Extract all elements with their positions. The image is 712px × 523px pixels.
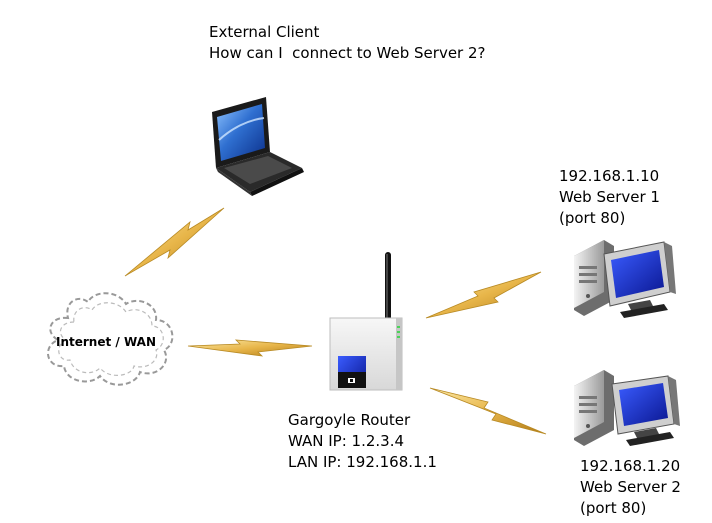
web-server-2-labels: 192.168.1.20 Web Server 2 (port 80) — [580, 456, 681, 519]
web-server-1-labels: 192.168.1.10 Web Server 1 (port 80) — [559, 166, 660, 229]
router-wan-ip: WAN IP: 1.2.3.4 — [288, 432, 405, 450]
external-client-question: How can I connect to Web Server 2? — [209, 44, 486, 62]
web-server-1-ip: 192.168.1.10 — [559, 167, 660, 185]
link-bolt-router-ws1 — [425, 271, 542, 319]
web-server-1-port: (port 80) — [559, 209, 626, 227]
router-labels: Gargoyle Router WAN IP: 1.2.3.4 LAN IP: … — [288, 410, 437, 473]
link-bolt-internet-router — [187, 339, 313, 357]
web-server-2-ip: 192.168.1.20 — [580, 457, 681, 475]
router-name: Gargoyle Router — [288, 411, 411, 429]
router-lan-ip: LAN IP: 192.168.1.1 — [288, 453, 437, 471]
web-server-2-port: (port 80) — [580, 499, 647, 517]
external-client-labels: External Client How can I connect to Web… — [209, 22, 486, 64]
web-server-2-name: Web Server 2 — [580, 478, 681, 496]
link-bolt-client-internet — [124, 207, 225, 277]
router-icon — [329, 252, 403, 391]
internet-cloud-icon — [47, 292, 174, 386]
link-bolt-router-ws2 — [429, 387, 547, 435]
laptop-icon — [212, 97, 304, 196]
web-server-2-computer-icon — [574, 370, 680, 446]
web-server-1-name: Web Server 1 — [559, 188, 660, 206]
external-client-title: External Client — [209, 23, 320, 41]
web-server-1-computer-icon — [574, 240, 676, 318]
internet-label: Internet / WAN — [56, 335, 156, 349]
